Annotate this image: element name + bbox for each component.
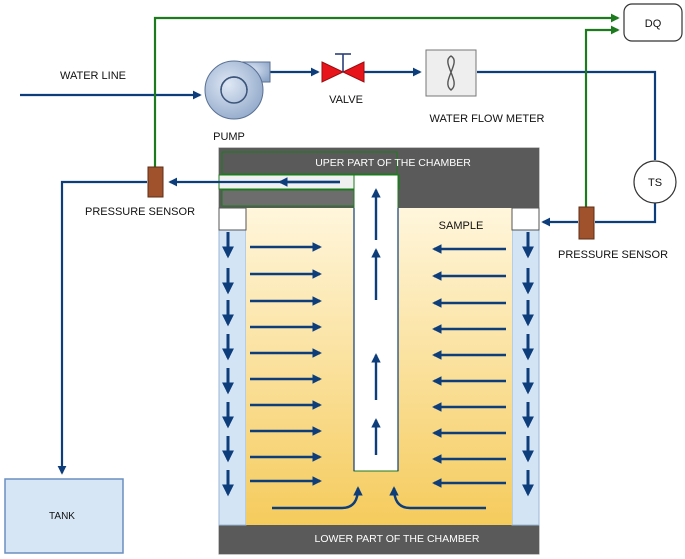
right-water-channel [511, 207, 540, 526]
dq-label: DQ [645, 18, 662, 30]
left-sensor-wire [153, 13, 620, 167]
lower-chamber-block [219, 525, 539, 554]
upper-label-box [221, 151, 398, 175]
ts-label: TS [648, 177, 662, 189]
flow-meter-icon [425, 49, 477, 97]
chamber: UPER PART OF THE CHAMBER LOWER PART OF T… [218, 147, 540, 555]
flow-arrow-curve-right [389, 486, 486, 510]
ts-sensor: TS [633, 160, 677, 204]
ts-to-chamber-pipe [595, 198, 657, 224]
left-pressure-sensor [147, 166, 164, 198]
water-line-label: WATER LINE [60, 70, 126, 82]
valve-label: VALVE [329, 94, 363, 106]
water-pipes [20, 67, 657, 475]
signal-wires [153, 13, 620, 207]
tank-label: TANK [49, 511, 75, 522]
tank: TANK [4, 478, 124, 554]
right-pressure-sensor [578, 206, 595, 240]
meter-to-ts-pipe [477, 70, 657, 160]
pump-label: PUMP [213, 131, 245, 143]
dq-box: DQ [623, 3, 683, 42]
left-pressure-label: PRESSURE SENSOR [85, 206, 195, 218]
flow-arrow-curve-left [272, 486, 363, 510]
left-water-channel [218, 207, 247, 526]
valve-icon [321, 53, 365, 83]
right-seal [511, 207, 540, 231]
sample-label: SAMPLE [439, 220, 484, 232]
flow-meter-label: WATER FLOW METER [430, 113, 545, 125]
right-sensor-wire [584, 25, 620, 207]
right-pressure-label: PRESSURE SENSOR [558, 249, 668, 261]
sensor-to-tank-pipe [57, 180, 147, 475]
upper-chamber-label: UPER PART OF THE CHAMBER [315, 157, 471, 169]
pump-icon [204, 60, 271, 120]
upper-inner-shelf [221, 189, 355, 207]
flow-arrows [222, 177, 534, 510]
lower-chamber-label: LOWER PART OF THE CHAMBER [315, 533, 480, 545]
left-seal [218, 207, 247, 231]
